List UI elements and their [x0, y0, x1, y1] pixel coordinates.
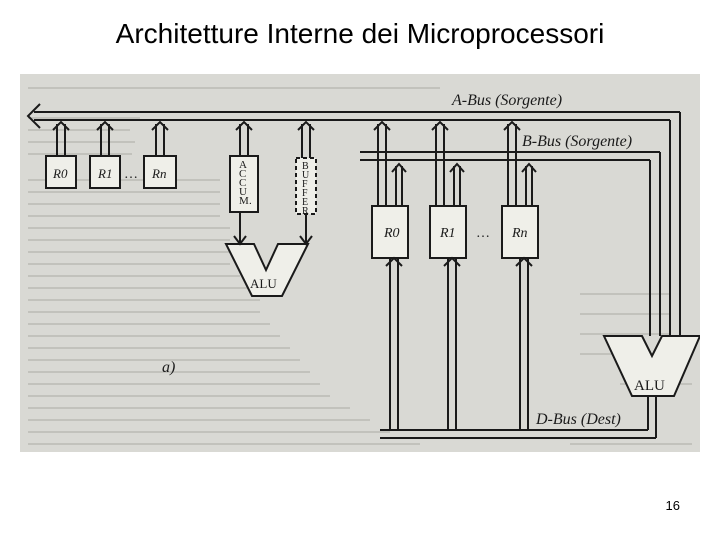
register-b-rn: Rn — [511, 226, 528, 241]
slide-title: Architetture Interne dei Microprocessori — [115, 18, 605, 49]
a-bus-label: A-Bus (Sorgente) — [451, 92, 562, 109]
register-b-r0: R0 — [383, 226, 400, 241]
svg-text:M: M — [239, 195, 249, 207]
svg-text:E: E — [302, 197, 308, 208]
register-a-r0: R0 — [52, 166, 68, 181]
svg-text:F: F — [302, 179, 308, 190]
alu-b — [602, 335, 700, 397]
svg-text:C: C — [239, 168, 246, 180]
registers-b — [371, 120, 539, 430]
svg-text:.: . — [249, 195, 252, 207]
caption-a: a) — [162, 359, 175, 376]
register-a-r1: R1 — [97, 166, 112, 181]
page-number: 16 — [665, 498, 680, 513]
svg-text:F: F — [302, 188, 308, 199]
a-bus — [26, 103, 681, 336]
register-b-dots: … — [476, 226, 490, 241]
accumulator-label: A C C U M . — [239, 159, 252, 207]
scanned-figure: A-Bus (Sorgente) B-Bus (Sorgente) R0 R1 … — [20, 74, 700, 452]
register-a-rn: Rn — [151, 166, 166, 181]
svg-text:C: C — [239, 177, 246, 189]
b-bus — [360, 151, 661, 336]
register-a-dots: … — [124, 167, 138, 182]
svg-text:A: A — [239, 159, 247, 171]
svg-text:R: R — [302, 206, 309, 217]
svg-text:U: U — [239, 186, 247, 198]
alu-a-label: ALU — [250, 276, 277, 291]
b-bus-label: B-Bus (Sorgente) — [522, 133, 632, 150]
svg-text:U: U — [302, 170, 310, 181]
accumulator-buffer — [229, 120, 317, 215]
svg-text:B: B — [302, 161, 309, 172]
alu-a — [224, 212, 313, 297]
register-b-r1: R1 — [439, 226, 456, 241]
registers-a — [45, 120, 177, 189]
architecture-diagram: A-Bus (Sorgente) B-Bus (Sorgente) R0 R1 … — [26, 87, 700, 445]
alu-b-label: ALU — [634, 378, 665, 394]
buffer-label: B U F F E R — [302, 161, 310, 217]
d-bus-label: D-Bus (Dest) — [535, 411, 621, 428]
d-bus — [380, 396, 657, 439]
